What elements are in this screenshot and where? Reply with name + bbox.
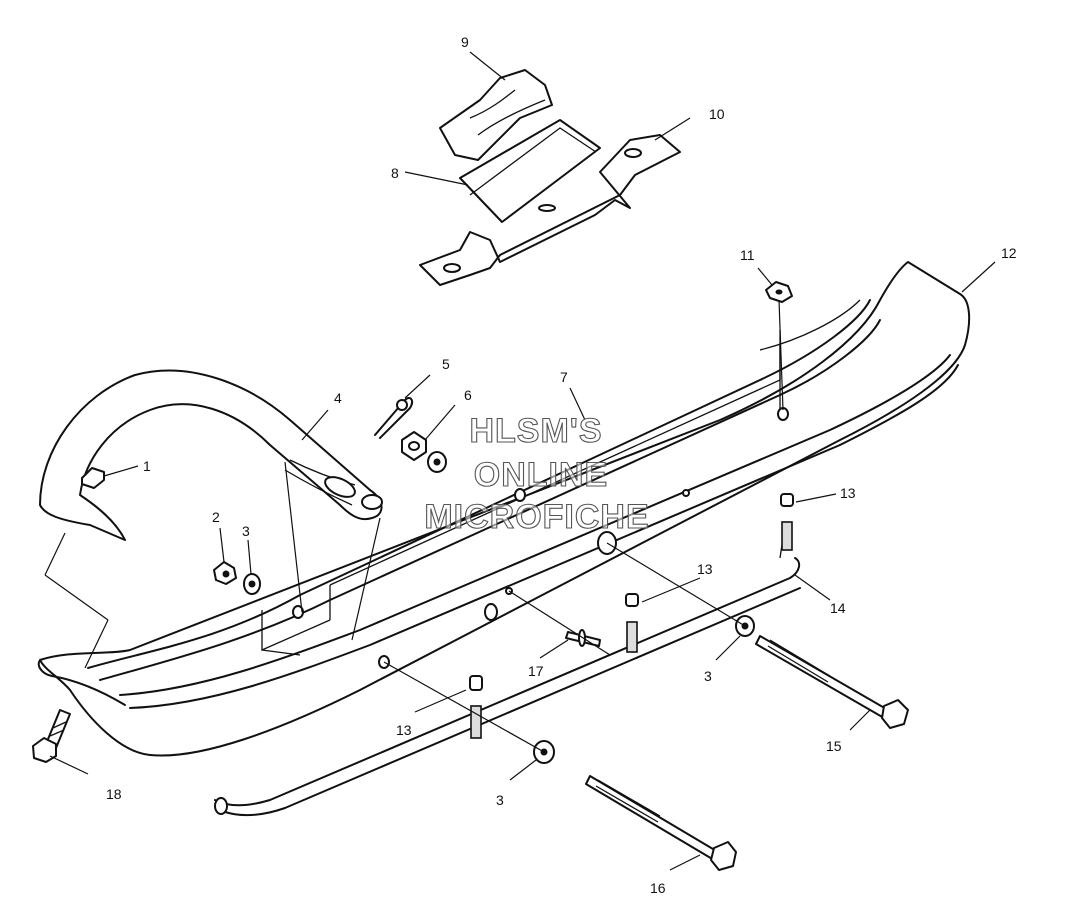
- plug-1: [81, 467, 105, 489]
- callout-3-upper-left: 3: [242, 523, 250, 539]
- callout-3-right: 3: [704, 668, 712, 684]
- wear-bar: [214, 524, 801, 817]
- callout-13-right: 13: [840, 485, 856, 501]
- callout-17: 17: [528, 663, 544, 679]
- castle-nut: [401, 431, 427, 461]
- nut-2: [213, 561, 237, 585]
- callout-10: 10: [709, 106, 725, 122]
- callout-18: 18: [106, 786, 122, 802]
- leader-lines: [44, 51, 996, 871]
- stud-13c: [469, 675, 483, 739]
- watermark-line-1: HLSM'S: [469, 412, 602, 450]
- pin-17: [565, 629, 601, 647]
- cotter-pin: [374, 397, 414, 439]
- callout-4: 4: [334, 390, 342, 406]
- bolt-18: [32, 709, 71, 763]
- callout-7: 7: [560, 369, 568, 385]
- callout-8: 8: [391, 165, 399, 181]
- callout-13-middle: 13: [697, 561, 713, 577]
- watermark-line-2: ONLINE: [474, 456, 608, 494]
- watermark: HLSM'S ONLINE MICROFICHE: [424, 411, 649, 536]
- callout-15: 15: [826, 738, 842, 754]
- callout-5: 5: [442, 356, 450, 372]
- callout-11: 11: [740, 247, 755, 263]
- callout-14: 14: [830, 600, 846, 616]
- bolt-15: [755, 635, 909, 729]
- washer-6: [427, 451, 447, 473]
- ski-loop: [39, 369, 383, 541]
- callout-9: 9: [461, 34, 469, 50]
- callout-3-lower: 3: [496, 792, 504, 808]
- watermark-line-3: MICROFICHE: [424, 498, 649, 536]
- callout-6: 6: [464, 387, 472, 403]
- washer-3a: [243, 573, 261, 595]
- stud-13b: [625, 593, 639, 653]
- callout-1: 1: [143, 458, 151, 474]
- bolt-16: [585, 775, 737, 871]
- callout-labels: 1 2 3 3 3 4 5 6 7 8 9 10 11 12 13 13 13 …: [106, 34, 1017, 896]
- callout-12: 12: [1001, 245, 1017, 261]
- saddle-assembly: [419, 69, 681, 286]
- nut-11: [765, 281, 793, 303]
- ski-body: [37, 261, 971, 757]
- stud-13a: [780, 493, 794, 551]
- callout-16: 16: [650, 880, 666, 896]
- callout-13-left: 13: [396, 722, 412, 738]
- callout-2: 2: [212, 509, 220, 525]
